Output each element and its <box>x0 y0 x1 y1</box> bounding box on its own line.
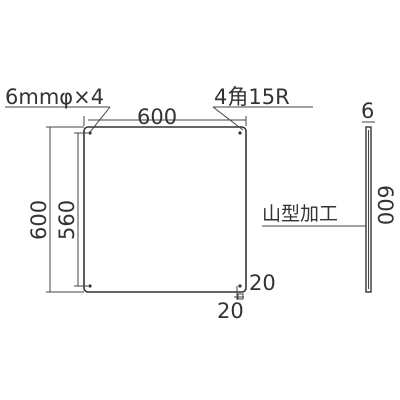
hole-top-right <box>238 131 242 135</box>
thickness-dimension-label: 6 <box>361 99 374 123</box>
height-dimension-label: 600 <box>27 200 51 240</box>
plate-front-view <box>83 126 247 293</box>
side-height-dimension-label: 600 <box>373 185 397 225</box>
hole-leader <box>89 106 111 133</box>
hole-bottom-left <box>88 284 92 288</box>
hole-note-label: 6mmφ×4 <box>5 85 104 109</box>
hole-offset-y-label: 20 <box>217 299 244 323</box>
corner-leader <box>212 106 244 131</box>
hole-top-left <box>88 131 92 135</box>
hole-bottom-right <box>238 284 242 288</box>
offset-mark-box <box>237 293 244 300</box>
hole-offset-x-label: 20 <box>249 271 276 295</box>
inner-height-dimension-label: 560 <box>55 200 79 240</box>
corner-note-label: 4角15R <box>214 85 290 109</box>
width-dimension-label: 600 <box>137 105 177 129</box>
edge-process-label: 山型加工 <box>262 203 338 225</box>
